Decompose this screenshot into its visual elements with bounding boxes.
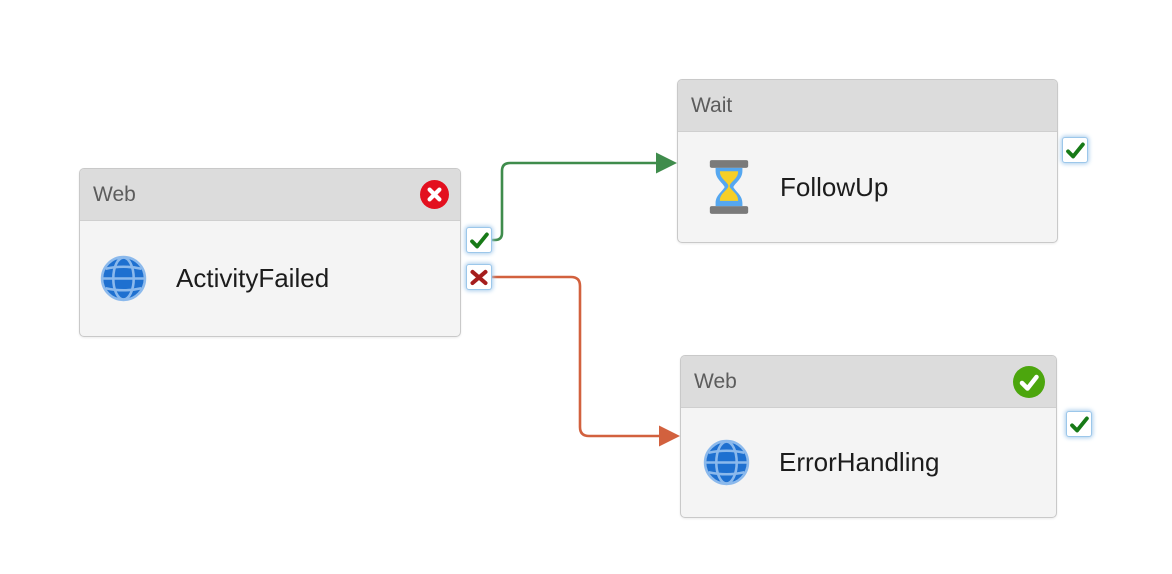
activity-header: Web	[80, 169, 460, 221]
check-icon	[1066, 142, 1085, 159]
status-error-badge-icon	[420, 180, 449, 209]
output-port-failure-activityfailed[interactable]	[466, 264, 492, 290]
activity-type-label: Web	[93, 182, 136, 206]
activity-body: ActivityFailed	[80, 221, 460, 336]
activity-header: Wait	[678, 80, 1057, 132]
activity-type-label: Wait	[691, 93, 733, 117]
activity-body: ErrorHandling	[681, 408, 1056, 517]
activity-name: FollowUp	[780, 171, 889, 202]
connector-success[interactable]	[492, 152, 677, 242]
output-port-success-errorhandling[interactable]	[1066, 411, 1092, 437]
status-success-badge-icon	[1013, 365, 1045, 398]
activity-node-errorhandling[interactable]: Web ErrorHandling	[680, 355, 1057, 518]
activity-header: Web	[681, 356, 1056, 408]
check-icon	[470, 232, 489, 249]
activity-name: ActivityFailed	[176, 263, 330, 293]
hourglass-icon	[706, 158, 752, 216]
activity-name: ErrorHandling	[779, 447, 940, 477]
cross-icon	[470, 269, 488, 286]
activity-type-label: Web	[694, 369, 737, 393]
activity-node-followup[interactable]: Wait FollowUp	[677, 79, 1058, 243]
output-port-success-followup[interactable]	[1062, 137, 1088, 163]
arrowhead-success	[656, 152, 677, 174]
check-icon	[1070, 416, 1089, 433]
globe-icon	[702, 438, 751, 487]
activity-node-activityfailed[interactable]: Web ActivityFailed	[79, 168, 461, 337]
globe-icon	[99, 254, 148, 303]
activity-body: FollowUp	[678, 132, 1057, 242]
connector-failure[interactable]	[492, 275, 680, 447]
arrowhead-failure	[659, 425, 680, 447]
output-port-success-activityfailed[interactable]	[466, 227, 492, 253]
